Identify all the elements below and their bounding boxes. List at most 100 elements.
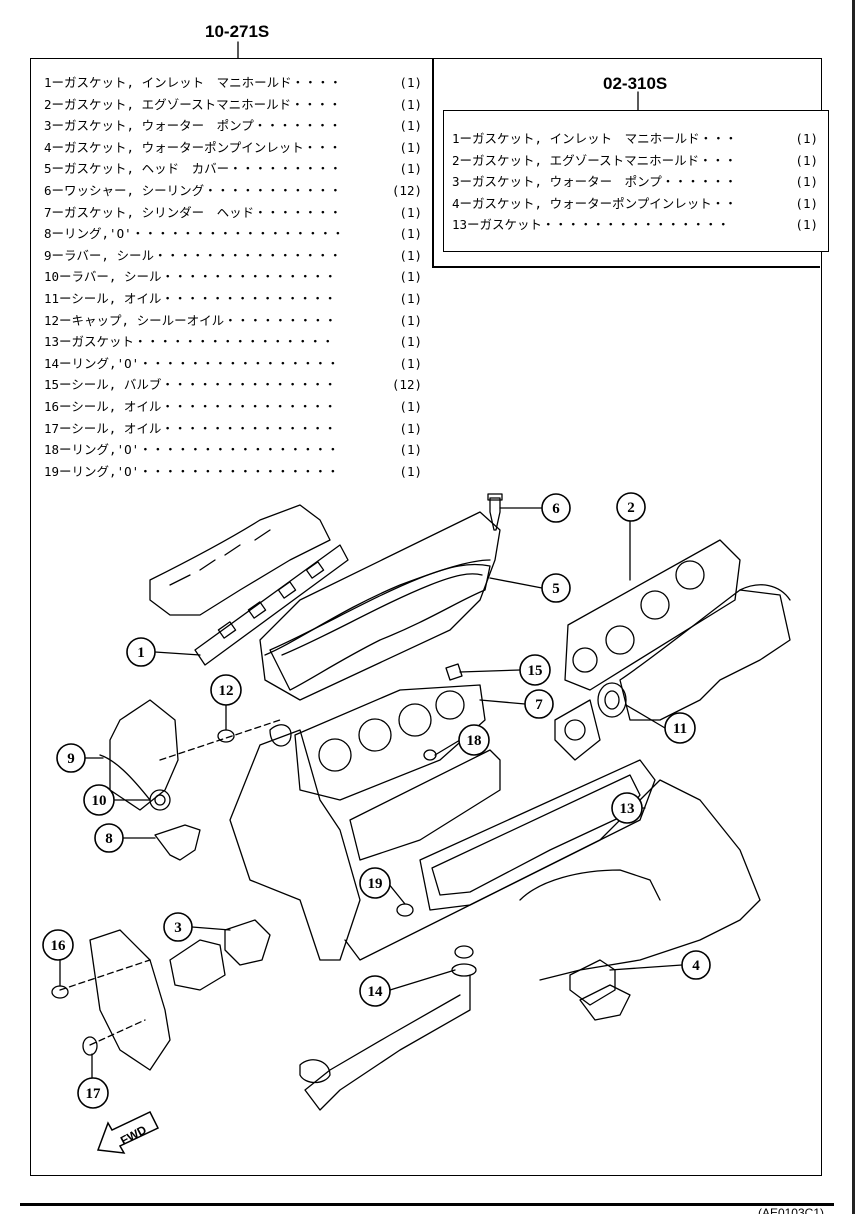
main-kit-item-qty: (1)	[399, 334, 422, 350]
front-cover	[89, 929, 171, 1071]
callout-2: 2	[616, 492, 646, 522]
callout-12: 12	[210, 674, 242, 706]
svg-text:9: 9	[67, 751, 75, 767]
main-kit-item: 15ーシール, バルブ・・・・・・・・・・・・・・ (12)	[44, 374, 422, 396]
sub-kit-item-text: 13ーガスケット・・・・・・・・・・・・・・・	[452, 217, 730, 233]
callout-14: 14	[359, 975, 391, 1007]
main-kit-item-qty: (1)	[399, 118, 422, 134]
callout-7: 7	[524, 689, 554, 719]
main-kit-item-qty: (1)	[399, 269, 422, 285]
sub-kit-item-text: 1ーガスケット, インレット マニホールド・・・	[452, 131, 738, 146]
o-ring-19	[396, 903, 414, 917]
main-kit-item-text: 13ーガスケット・・・・・・・・・・・・・・・・	[44, 334, 335, 350]
sub-kit-parts-list: 1ーガスケット, インレット マニホールド・・・ (1) 2ーガスケット, エグゾー…	[452, 128, 818, 236]
main-kit-item-text: 11ーシール, オイル・・・・・・・・・・・・・・	[44, 290, 337, 306]
main-kit-frame	[30, 58, 822, 1176]
sub-kit-item-qty: (1)	[795, 217, 818, 233]
main-kit-item: 6ーワッシャー, シーリング・・・・・・・・・・・ (12)	[44, 180, 422, 202]
main-kit-item-text: 12ーキャップ, シールーオイル・・・・・・・・・	[44, 312, 337, 328]
main-kit-item-qty: (1)	[399, 96, 422, 112]
main-kit-item: 14ーリング,'O'・・・・・・・・・・・・・・・・ (1)	[44, 353, 422, 375]
sub-kit-item: 3ーガスケット, ウォーター ポンプ・・・・・・(1)	[452, 171, 818, 193]
sub-kit-item: 1ーガスケット, インレット マニホールド・・・ (1)	[452, 128, 818, 150]
footer-rule	[20, 1203, 834, 1206]
o-ring-8	[154, 824, 201, 861]
main-kit-item-qty: (1)	[399, 355, 422, 371]
main-kit-item-text: 19ーリング,'O'・・・・・・・・・・・・・・・・	[44, 463, 340, 479]
sub-kit-item-text: 4ーガスケット, ウォーターポンプインレット・・	[452, 195, 737, 211]
svg-text:13: 13	[620, 801, 635, 817]
main-kit-item: 12ーキャップ, シールーオイル・・・・・・・・・ (1)	[44, 310, 422, 332]
main-list-divider-h	[432, 266, 820, 268]
svg-text:6: 6	[552, 501, 560, 517]
svg-text:12: 12	[219, 683, 234, 699]
o-ring-18	[423, 749, 437, 761]
main-kit-item-qty: (12)	[391, 182, 422, 198]
callout-10: 10	[83, 784, 115, 816]
main-kit-item-text: 14ーリング,'O'・・・・・・・・・・・・・・・・	[44, 355, 340, 371]
main-kit-item: 16ーシール, オイル・・・・・・・・・・・・・・ (1)	[44, 396, 422, 418]
main-kit-item-qty: (1)	[399, 463, 422, 479]
callout-16: 16	[42, 929, 74, 961]
main-kit-item: 3ーガスケット, ウォーター ポンプ・・・・・・・(1)	[44, 115, 422, 137]
main-kit-item-qty: (1)	[399, 226, 422, 242]
svg-text:15: 15	[528, 663, 543, 679]
water-pump-gasket	[224, 919, 271, 966]
inlet-manifold	[149, 504, 331, 616]
main-kit-item-text: 6ーワッシャー, シーリング・・・・・・・・・・・	[44, 182, 342, 198]
sub-kit-item: 4ーガスケット, ウォーターポンプインレット・・ (1)	[452, 193, 818, 215]
svg-text:16: 16	[51, 938, 67, 954]
main-kit-item: 18ーリング,'O'・・・・・・・・・・・・・・・・(1)	[44, 439, 422, 461]
svg-text:19: 19	[368, 876, 383, 892]
main-kit-item-qty: (1)	[399, 139, 422, 155]
main-kit-item-qty: (1)	[399, 75, 422, 90]
main-kit-item-qty: (12)	[391, 377, 422, 393]
callout-1: 1	[126, 637, 156, 667]
main-kit-item-text: 15ーシール, バルブ・・・・・・・・・・・・・・	[44, 377, 337, 393]
main-kit-item: 10ーラバー, シール・・・・・・・・・・・・・・(1)	[44, 266, 422, 288]
bolt-6	[489, 497, 501, 531]
main-kit-item-text: 4ーガスケット, ウォーターポンプインレット・・・	[44, 139, 342, 155]
exhaust-manifold-gasket	[564, 539, 741, 691]
svg-text:11: 11	[673, 721, 687, 737]
main-kit-item-text: 16ーシール, オイル・・・・・・・・・・・・・・	[44, 398, 337, 414]
water-pump-inlet	[569, 959, 616, 1006]
sub-kit-box	[443, 110, 829, 252]
main-kit-item: 9ーラバー, シール・・・・・・・・・・・・・・・(1)	[44, 245, 422, 267]
svg-text:1: 1	[137, 645, 145, 661]
head-cover-gasket	[269, 563, 491, 691]
valve-seal-15	[445, 663, 463, 681]
sub-kit-code: 02-310S	[603, 74, 668, 93]
sub-kit-item-qty: (1)	[795, 195, 818, 211]
main-list-divider	[432, 58, 434, 266]
main-kit-item-qty: (1)	[399, 312, 422, 328]
svg-text:3: 3	[174, 920, 182, 936]
callout-18: 18	[458, 724, 490, 756]
svg-text:14: 14	[368, 984, 384, 1000]
main-kit-item-text: 5ーガスケット, ヘッド カバー・・・・・・・・・	[44, 161, 342, 177]
callout-11: 11	[664, 712, 696, 744]
callout-19: 19	[359, 867, 391, 899]
main-kit-parts-list: 1ーガスケット, インレット マニホールド・・・・(1)2ーガスケット, エグゾ…	[44, 72, 422, 482]
main-kit-item-qty: (1)	[399, 398, 422, 414]
main-kit-item: 1ーガスケット, インレット マニホールド・・・・(1)	[44, 72, 422, 94]
svg-text:17: 17	[86, 1086, 102, 1102]
page-edge-border	[852, 0, 855, 1214]
callout-6: 6	[541, 493, 571, 523]
water-pipe	[304, 974, 471, 1111]
main-kit-item-qty: (1)	[399, 442, 422, 458]
svg-text:4: 4	[692, 958, 700, 974]
rear-cover-gasket	[419, 759, 656, 911]
svg-text:2: 2	[627, 500, 635, 516]
footer-code: (AE0103C1)	[757, 1206, 824, 1214]
main-kit-item: 19ーリング,'O'・・・・・・・・・・・・・・・・ (1)	[44, 461, 422, 483]
main-kit-code: 10-271S	[205, 22, 270, 41]
callout-8: 8	[94, 823, 124, 853]
sub-kit-item-qty: (1)	[795, 131, 818, 146]
sub-kit-item-text: 2ーガスケット, エグゾーストマニホールド・・・	[452, 152, 737, 168]
fwd-arrow: FWD	[96, 1111, 160, 1154]
main-kit-item: 5ーガスケット, ヘッド カバー・・・・・・・・・(1)	[44, 158, 422, 180]
callout-4: 4	[681, 950, 711, 980]
callout-13: 13	[611, 792, 643, 824]
exhaust-manifold	[619, 589, 791, 721]
